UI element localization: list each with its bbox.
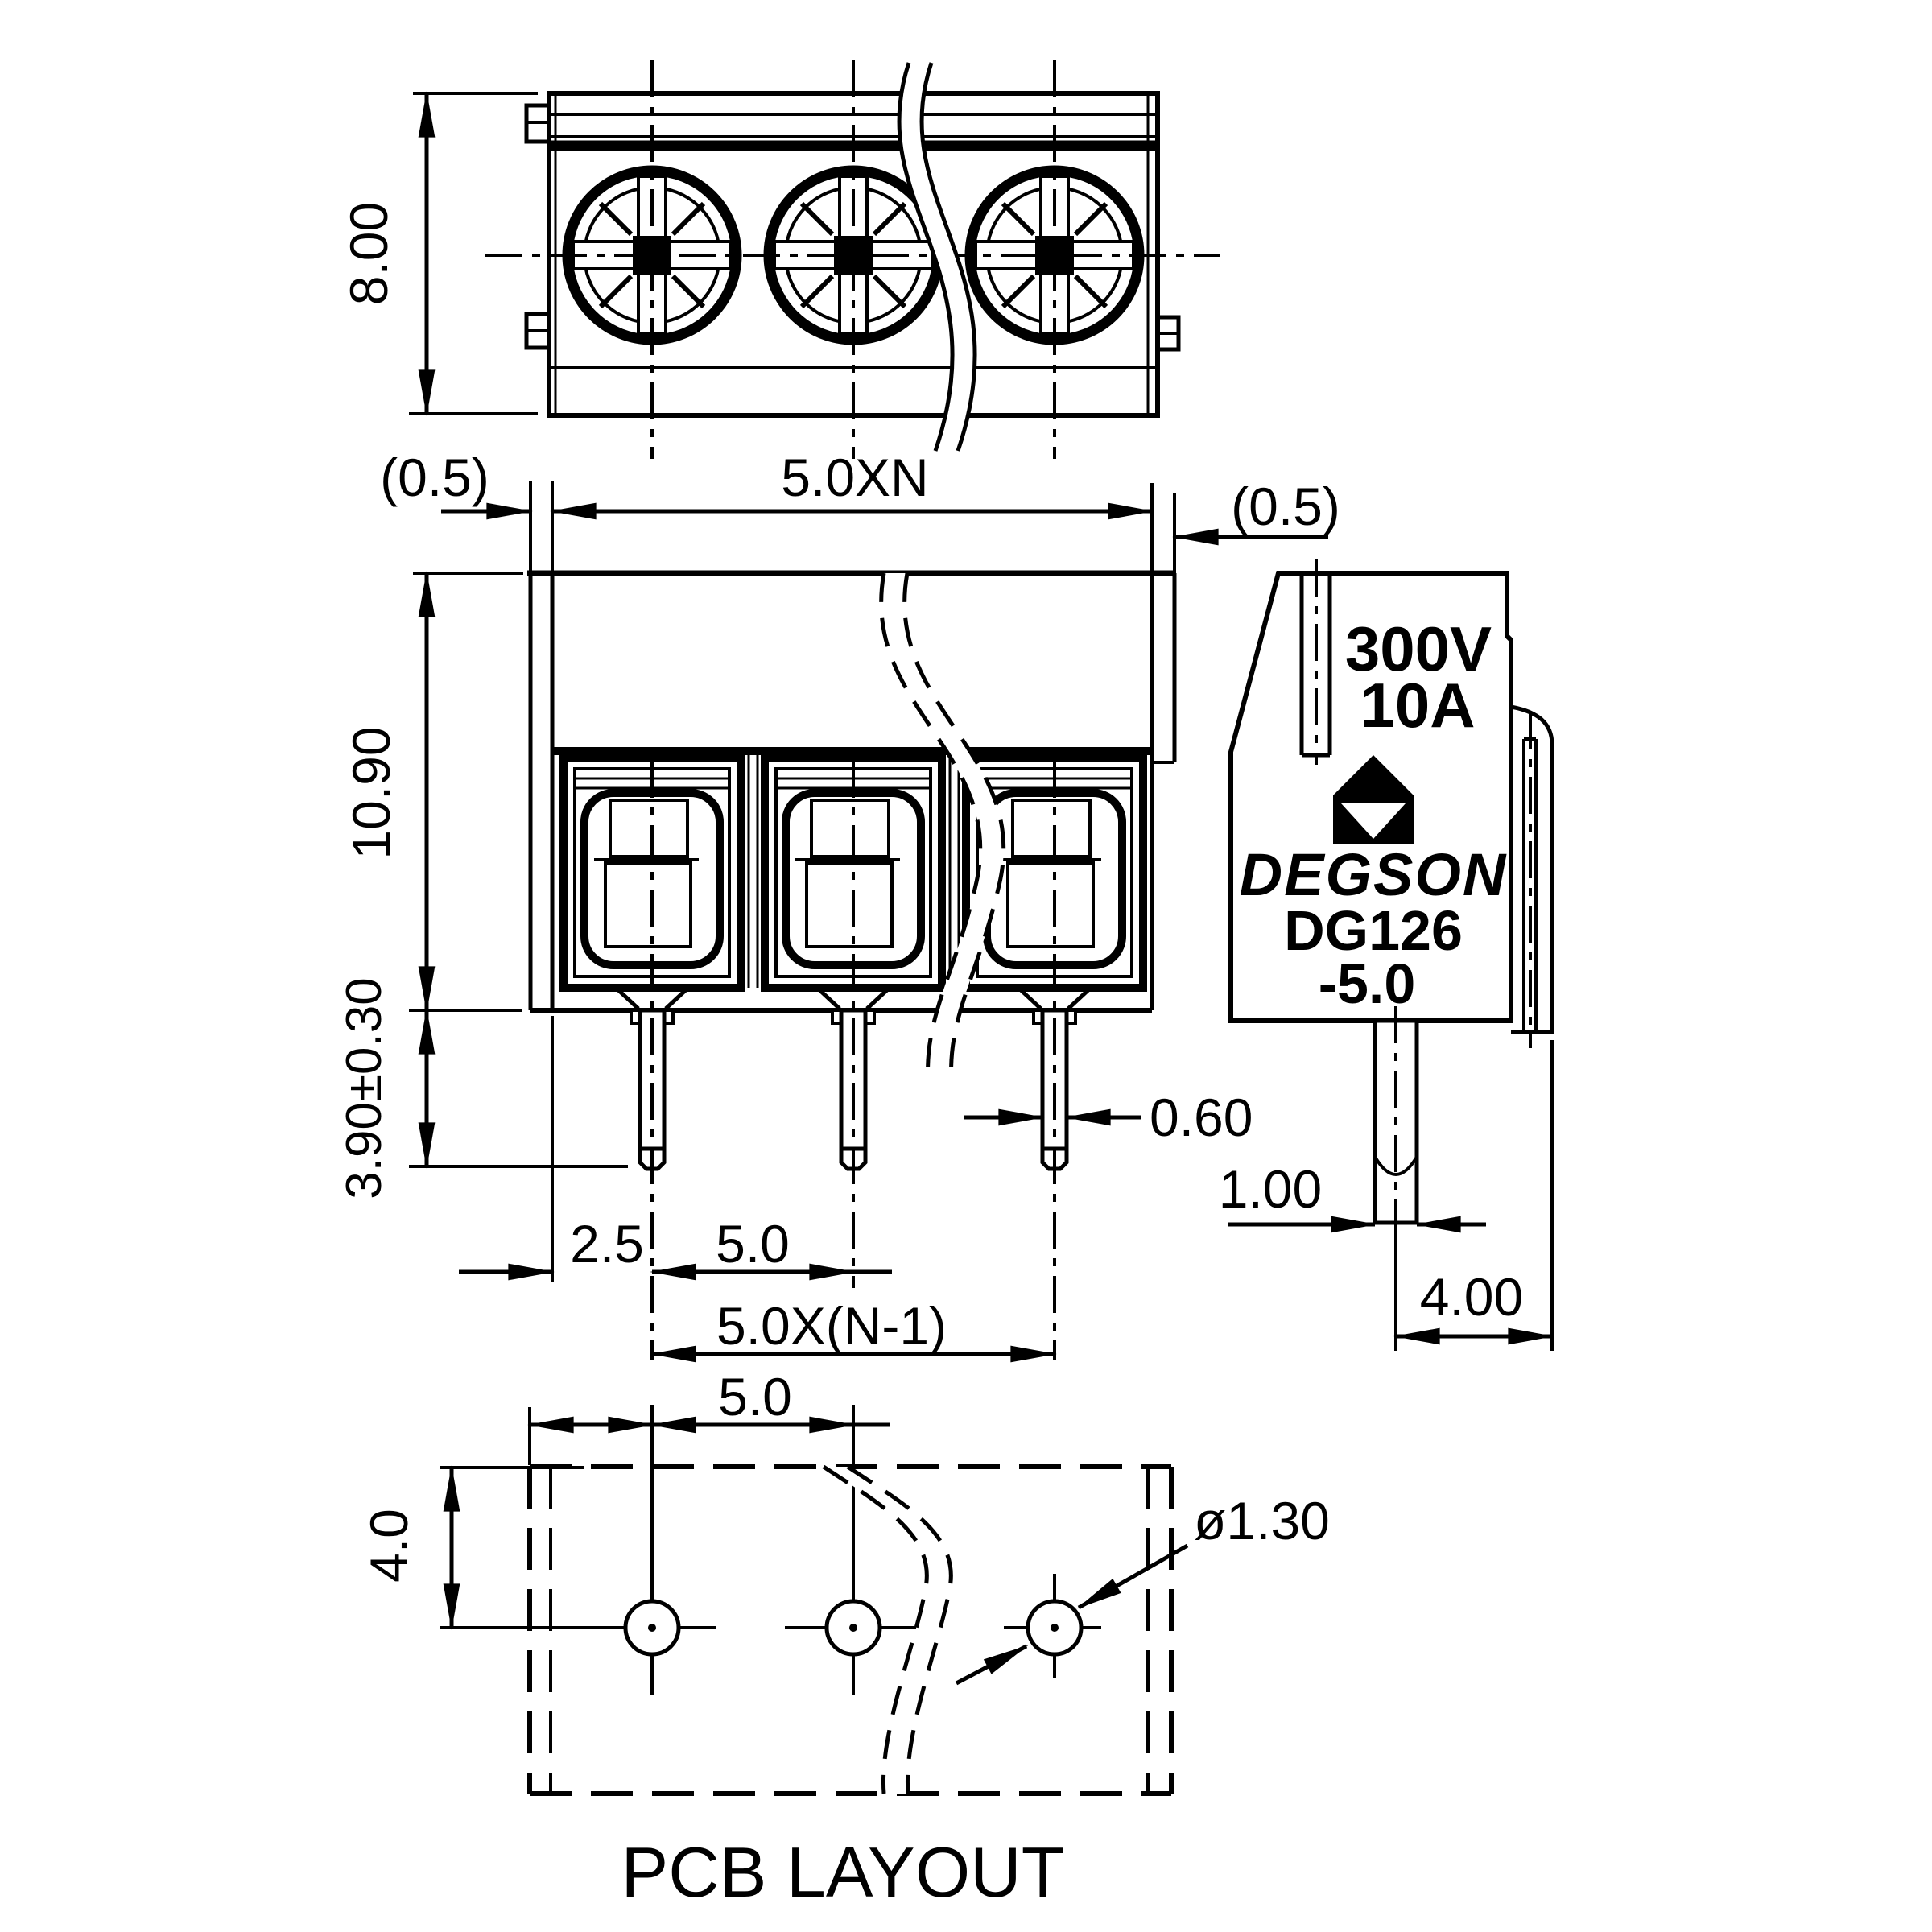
front-dims: 10.90 3.90±0.30 2.5 5.0 5.0X(N-1) 0.60 [336, 571, 1253, 1363]
label-height: 8.00 [339, 202, 398, 305]
side-view: 300V 10A DEGSON DG126 -5.0 [1228, 559, 1554, 1240]
break-band [898, 63, 976, 451]
marking-voltage: 300V [1345, 613, 1492, 684]
label-pin-length: 3.90±0.30 [336, 977, 392, 1199]
label-pin-pitch: 5.0 [716, 1214, 790, 1274]
dim-pitch-row: (0.5) 5.0XN (0.5) [380, 448, 1340, 573]
label-pcb-hole-offset: 4.0 [359, 1509, 419, 1583]
label-edge-to-pin: 2.5 [570, 1214, 644, 1274]
marking-current: 10A [1360, 670, 1475, 741]
label-pcb-hole-dia: ø1.30 [1194, 1491, 1330, 1550]
pcb-dims: 5.0 4.0 ø1.30 [359, 1367, 1330, 1686]
label-side-pin-width: 1.00 [1219, 1159, 1322, 1219]
marking-brand: DEGSON [1240, 841, 1508, 908]
pcb-layout-view [440, 1405, 1174, 1796]
top-view [485, 60, 1220, 459]
label-total-pitch: 5.0XN [781, 448, 928, 507]
label-body-height: 10.90 [341, 726, 401, 859]
caption-pcb-layout: PCB LAYOUT [621, 1832, 1065, 1912]
marking-series: DG126 [1284, 899, 1463, 962]
label-pin-width: 0.60 [1150, 1088, 1253, 1147]
label-pitch-span: 5.0X(N-1) [716, 1296, 947, 1356]
label-margin-right: (0.5) [1231, 477, 1340, 536]
dim-height: 8.00 [339, 91, 538, 416]
break-band [881, 573, 1004, 1083]
label-pcb-pitch: 5.0 [718, 1367, 792, 1426]
degson-logo-icon [1333, 755, 1414, 844]
side-dims: 1.00 4.00 [1219, 1040, 1554, 1351]
side-clip [1510, 704, 1554, 1034]
label-pin-to-side-edge: 4.00 [1420, 1267, 1523, 1327]
label-margin-left: (0.5) [380, 448, 489, 507]
break-band [824, 1467, 952, 1794]
front-view [527, 570, 1177, 1360]
marking-variant: -5.0 [1319, 952, 1416, 1015]
